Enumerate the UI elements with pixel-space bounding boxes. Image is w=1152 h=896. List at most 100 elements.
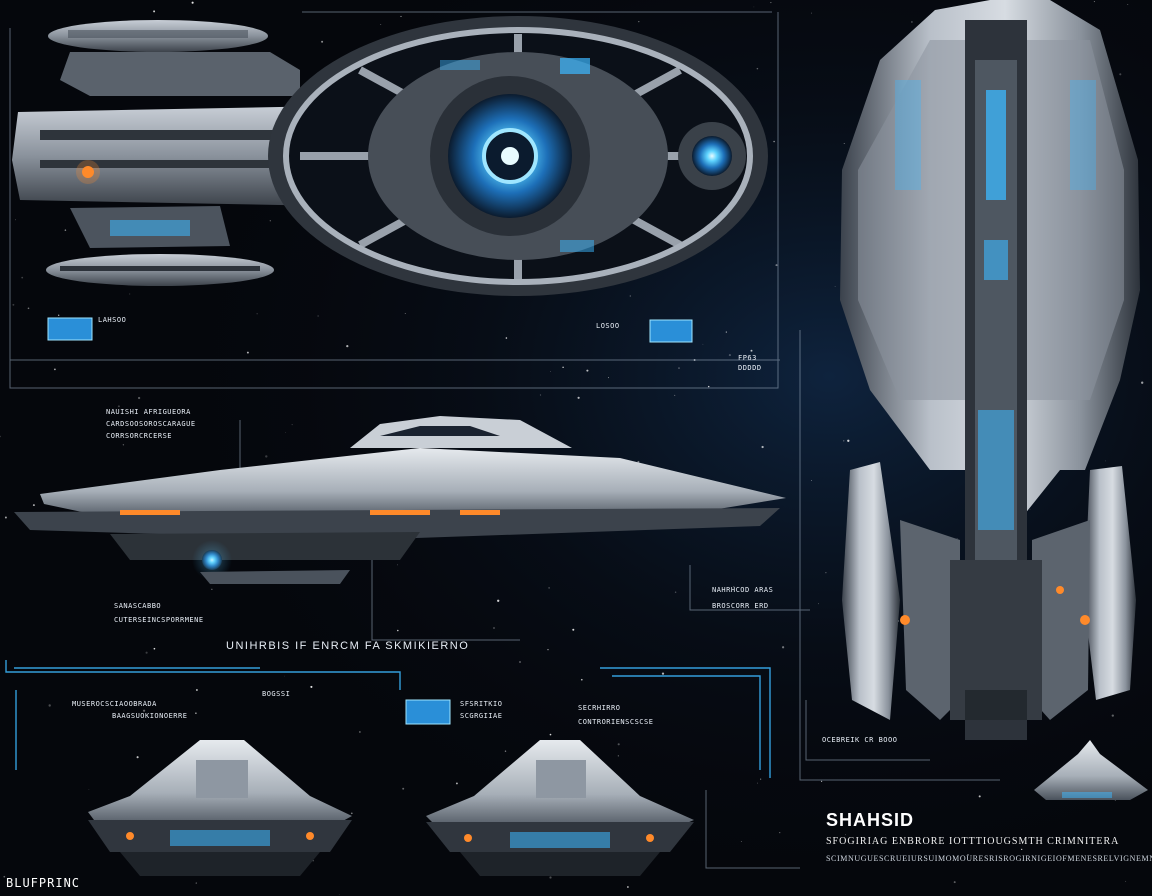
- spec-label: OCEBREIK CR BOOO: [822, 736, 898, 744]
- star: [818, 603, 819, 605]
- star: [1127, 4, 1129, 5]
- star: [811, 12, 813, 14]
- star: [21, 276, 24, 279]
- star: [761, 445, 764, 449]
- star: [773, 140, 775, 143]
- spec-label: DDDDD: [738, 364, 762, 372]
- star: [317, 315, 319, 317]
- star: [707, 385, 710, 388]
- star: [549, 733, 552, 736]
- star: [117, 405, 120, 408]
- star: [3, 875, 6, 878]
- star: [811, 480, 812, 481]
- star: [978, 795, 981, 798]
- star: [397, 629, 399, 632]
- star: [617, 743, 620, 746]
- star: [756, 67, 759, 70]
- star: [129, 293, 131, 295]
- star: [674, 394, 676, 396]
- spec-label: SANASCABBO: [114, 602, 162, 610]
- star: [256, 313, 258, 315]
- star: [53, 368, 56, 371]
- star: [1119, 73, 1122, 76]
- star: [321, 40, 324, 43]
- star: [1104, 460, 1106, 462]
- star: [455, 782, 458, 785]
- star: [404, 313, 406, 314]
- star: [142, 709, 146, 712]
- starship-rear-view-center: [426, 740, 694, 876]
- star: [27, 307, 30, 310]
- star: [1125, 880, 1127, 882]
- ship-title: SHAHSID: [826, 810, 915, 830]
- star: [607, 377, 609, 379]
- starship-front-view: [840, 0, 1140, 740]
- star: [539, 394, 542, 396]
- star: [211, 588, 213, 590]
- spec-label: CONTRORIENSCSCSE: [578, 718, 654, 726]
- star: [834, 286, 836, 288]
- star: [1141, 381, 1144, 384]
- star: [284, 675, 285, 677]
- star: [678, 367, 680, 369]
- star: [153, 10, 156, 13]
- star: [627, 886, 629, 888]
- star: [64, 229, 67, 231]
- star: [638, 21, 640, 23]
- star: [246, 351, 249, 354]
- star: [195, 712, 197, 715]
- star: [4, 516, 7, 519]
- star: [505, 337, 508, 339]
- star: [781, 646, 785, 649]
- star: [400, 15, 402, 17]
- spec-label: NAUISHI AFRIGUEORA: [106, 408, 191, 416]
- star: [493, 627, 495, 629]
- star: [153, 647, 156, 650]
- star: [757, 782, 758, 784]
- star: [12, 303, 15, 306]
- star: [661, 672, 665, 675]
- star: [122, 444, 125, 446]
- star: [32, 504, 35, 507]
- spec-label: SECRHIRRO: [578, 704, 621, 712]
- star: [953, 881, 956, 884]
- spec-label: NAHRHCOD ARAS: [712, 586, 774, 594]
- star: [728, 354, 731, 357]
- star: [291, 424, 293, 426]
- star: [733, 586, 735, 588]
- star: [137, 396, 141, 400]
- star: [967, 854, 969, 856]
- star: [58, 314, 60, 316]
- star: [702, 343, 704, 345]
- star: [397, 564, 398, 566]
- spec-label: LAHSOO: [98, 316, 127, 324]
- star: [359, 731, 361, 733]
- star: [504, 750, 507, 752]
- star: [775, 264, 778, 267]
- star: [825, 572, 827, 574]
- star: [843, 143, 845, 144]
- star: [956, 537, 958, 539]
- star: [497, 599, 500, 602]
- star: [547, 649, 549, 651]
- starship-mini-view: [1034, 740, 1148, 800]
- ship-description: SCIMNUGUESCRUEIURSUIMOMOURESRISROGIRNIGE…: [826, 854, 1152, 863]
- circuit-traces: [5, 660, 771, 778]
- star: [843, 440, 845, 442]
- star: [310, 685, 313, 688]
- star: [725, 331, 727, 333]
- star: [350, 812, 353, 815]
- star: [1021, 848, 1023, 851]
- spec-label: LOSOO: [596, 322, 620, 330]
- star: [15, 219, 16, 221]
- brand-watermark: BLUFPRINC: [6, 876, 81, 890]
- star: [753, 6, 755, 8]
- star: [548, 587, 550, 589]
- star: [562, 366, 564, 369]
- star: [1111, 714, 1114, 717]
- starship-rear-view-left: [88, 740, 352, 876]
- star: [145, 651, 148, 654]
- star: [88, 789, 90, 790]
- star: [265, 455, 268, 458]
